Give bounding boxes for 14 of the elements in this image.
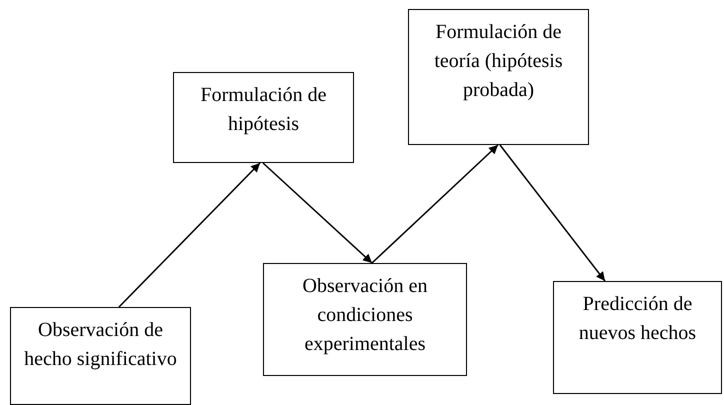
box-text: Predicción de nuevos hechos: [578, 292, 698, 346]
box-text: Observación en condiciones experimentales: [302, 274, 428, 357]
box-text: Observación de hecho significativo: [23, 318, 178, 372]
experiment-box: [263, 263, 467, 376]
hypothesis-box: [173, 72, 354, 163]
box-text: Formulación de hipótesis: [199, 83, 328, 137]
box-text: Formulación de teoría (hipótesis probada): [433, 20, 564, 103]
arrow: [262, 162, 372, 264]
theory-box: [408, 9, 589, 145]
observation-box: [10, 307, 191, 405]
arrow: [499, 144, 606, 282]
arrow: [118, 162, 261, 308]
prediction-box: [553, 281, 722, 394]
arrow: [371, 144, 499, 264]
